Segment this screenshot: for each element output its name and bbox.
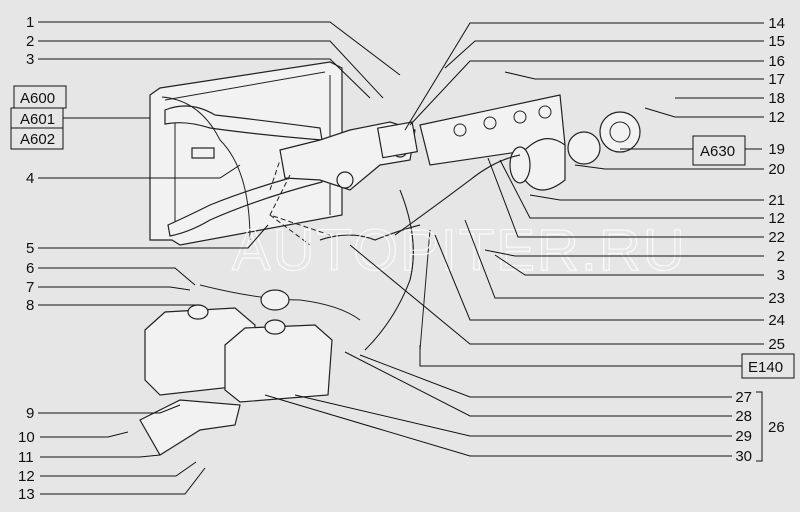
leader-line [359, 354, 732, 398]
leader-line [40, 467, 206, 495]
leader-line [38, 267, 196, 286]
leader-line [38, 21, 401, 76]
callout-right-23: 23 [768, 290, 785, 307]
ref-box-e140[interactable]: E140 [741, 353, 795, 379]
callout-left-11: 11 [18, 449, 34, 466]
leader-line [264, 394, 732, 457]
group-bracket [756, 391, 763, 462]
callout-right-28: 28 [735, 408, 752, 425]
ref-box-a630-label: A630 [700, 143, 735, 160]
ref-box-e140-label: E140 [748, 359, 783, 376]
callout-right-14: 14 [768, 15, 785, 32]
leader-line [349, 244, 764, 345]
callout-left-7: 7 [26, 279, 34, 296]
callout-26: 26 [768, 419, 785, 436]
leader-line [294, 394, 732, 437]
callout-right-2: 2 [777, 248, 785, 265]
leader-line [484, 249, 764, 257]
callout-right-12: 12 [768, 109, 785, 126]
leader-line [574, 164, 764, 170]
callout-left-1: 1 [26, 14, 34, 31]
callout-left-3: 3 [26, 51, 34, 68]
callout-right-21: 21 [768, 192, 785, 209]
leader-line [40, 461, 197, 477]
callout-right-30: 30 [735, 448, 752, 465]
leader-line [38, 224, 269, 249]
ref-box-a601-label: A601 [20, 111, 55, 128]
ref-box-a630[interactable]: A630 [692, 135, 746, 166]
callout-right-18: 18 [768, 90, 785, 107]
callout-left-9: 9 [26, 405, 34, 422]
callout-left-6: 6 [26, 260, 34, 277]
leader-line [644, 107, 764, 118]
callout-left-2: 2 [26, 33, 34, 50]
callout-left-10: 10 [18, 429, 35, 446]
callout-right-17: 17 [768, 71, 785, 88]
callout-left-13: 13 [18, 486, 35, 503]
ref-box-a600[interactable]: A600 [13, 85, 67, 109]
callout-right-16: 16 [768, 53, 785, 70]
callout-left-12: 12 [18, 468, 35, 485]
leader-line [444, 40, 764, 69]
leader-line [464, 219, 764, 299]
leader-line [40, 454, 161, 458]
callout-right-20: 20 [768, 161, 785, 178]
callout-left-4: 4 [26, 170, 34, 187]
leader-line [40, 431, 129, 438]
callout-right-24: 24 [768, 312, 785, 329]
leader-line [529, 194, 764, 201]
watermark: AUTOPITER.RU [232, 218, 687, 283]
ref-box-a601[interactable]: A601 [10, 107, 64, 129]
leader-line [38, 286, 191, 291]
leader-line [404, 22, 764, 131]
leader-line [499, 159, 764, 219]
callout-left-8: 8 [26, 297, 34, 314]
water-pump [509, 111, 641, 191]
ref-box-a602[interactable]: A602 [10, 127, 64, 150]
leader-line [38, 58, 371, 99]
callout-right-15: 15 [768, 33, 785, 50]
leader-line [434, 234, 764, 321]
leader-line [38, 164, 241, 179]
callout-right-27: 27 [735, 389, 752, 406]
leader-line [494, 254, 764, 276]
callout-right-19: 19 [768, 141, 785, 158]
leader-line [38, 40, 384, 99]
expansion-tanks [139, 289, 333, 456]
leader-line [409, 60, 764, 126]
leader-line [38, 404, 181, 414]
callout-left-5: 5 [26, 240, 34, 257]
leader-line [504, 71, 764, 80]
callout-right-29: 29 [735, 428, 752, 445]
callout-right-25: 25 [768, 336, 785, 353]
ref-box-a602-label: A602 [20, 131, 55, 148]
leader-line [487, 157, 764, 238]
thermostat-housing [279, 121, 419, 191]
leader-line [344, 351, 732, 417]
callout-right-12: 12 [768, 210, 785, 227]
callout-right-22: 22 [768, 229, 785, 246]
ref-box-a600-label: A600 [20, 90, 55, 107]
coolant-pipes [199, 154, 521, 351]
callout-right-3: 3 [777, 267, 785, 284]
